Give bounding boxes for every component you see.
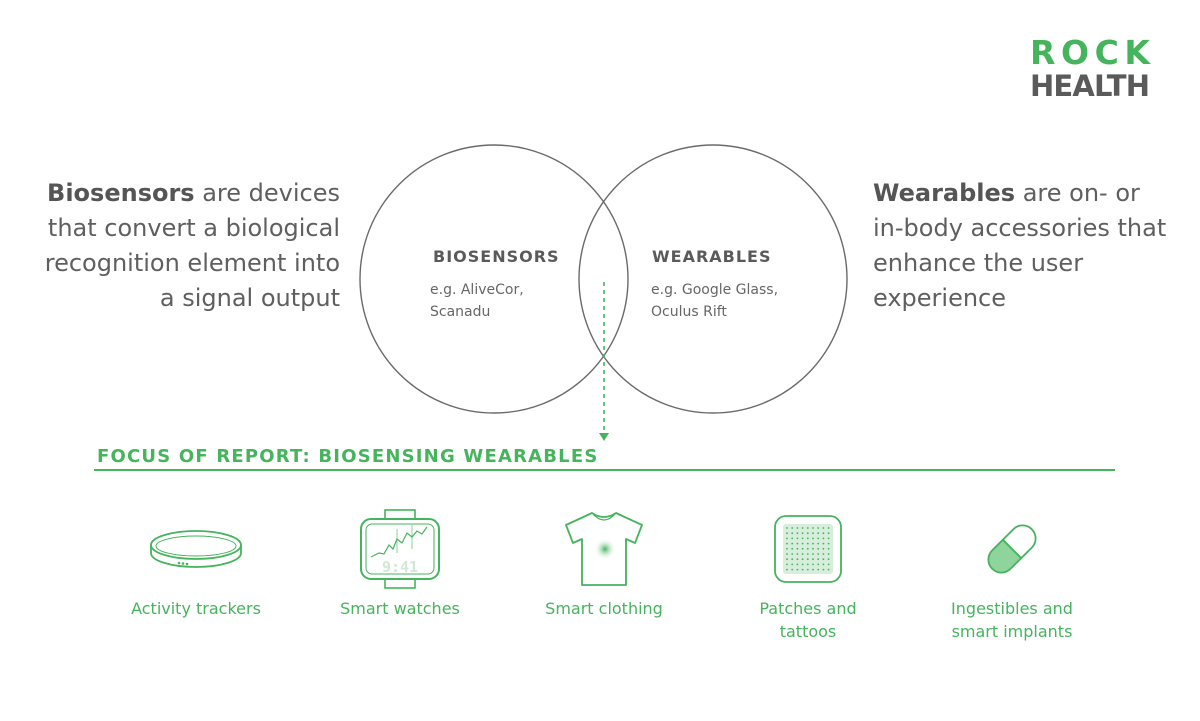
- category-label: Smart watches: [340, 599, 460, 618]
- pill-icon: [987, 524, 1037, 574]
- patch-icon: [774, 515, 842, 583]
- logo-mark: ROCK HEALTH: [1030, 36, 1151, 100]
- biosensors-circle: [359, 144, 629, 414]
- category-ingestibles-and-smart-implants: Ingestibles and smart implants: [912, 505, 1112, 643]
- wearables-circle: [578, 144, 848, 414]
- category-smart-watches: 9:41 Smart watches: [300, 505, 500, 620]
- rock-health-logo: ROCK HEALTH: [1030, 36, 1155, 100]
- focus-title: FOCUS OF REPORT: BIOSENSING WEARABLES: [97, 446, 599, 467]
- category-label: Smart clothing: [545, 599, 663, 618]
- biosensors-definition: are devices that convert a biological re…: [44, 179, 340, 312]
- biosensors-example-1: e.g. AliveCor,: [430, 282, 524, 298]
- wearables-definition: are on- or in-body accessories that enha…: [873, 179, 1167, 312]
- wearables-title: WEARABLES: [652, 247, 772, 266]
- focus-divider: [94, 469, 1115, 471]
- wearables-example-1: e.g. Google Glass,: [651, 282, 778, 298]
- category-label: Patches and tattoos: [759, 599, 857, 641]
- category-activity-trackers: Activity trackers: [96, 505, 296, 620]
- logo-line2: HEALTH: [1030, 69, 1150, 100]
- wearables-term: Wearables: [873, 179, 1016, 207]
- watch-time: 9:41: [382, 558, 418, 576]
- category-label: Ingestibles and smart implants: [951, 599, 1073, 641]
- biosensors-title: BIOSENSORS: [433, 247, 560, 266]
- biosensors-term: Biosensors: [47, 179, 195, 207]
- patch-dots: [786, 527, 830, 571]
- band-icon: [150, 530, 242, 568]
- biosensors-description: Biosensors are devices that convert a bi…: [30, 176, 340, 316]
- category-patches-and-tattoos: Patches and tattoos: [708, 505, 908, 643]
- biosensors-example-2: Scanadu: [430, 304, 490, 320]
- focus-arrow-head: [599, 433, 609, 441]
- category-smart-clothing: Smart clothing: [504, 505, 704, 620]
- wearables-description: Wearables are on- or in-body accessories…: [873, 176, 1173, 316]
- tshirt-icon: [565, 512, 643, 586]
- watch-icon: 9:41: [360, 509, 440, 589]
- category-label: Activity trackers: [131, 599, 261, 618]
- wearables-example-2: Oculus Rift: [651, 304, 727, 320]
